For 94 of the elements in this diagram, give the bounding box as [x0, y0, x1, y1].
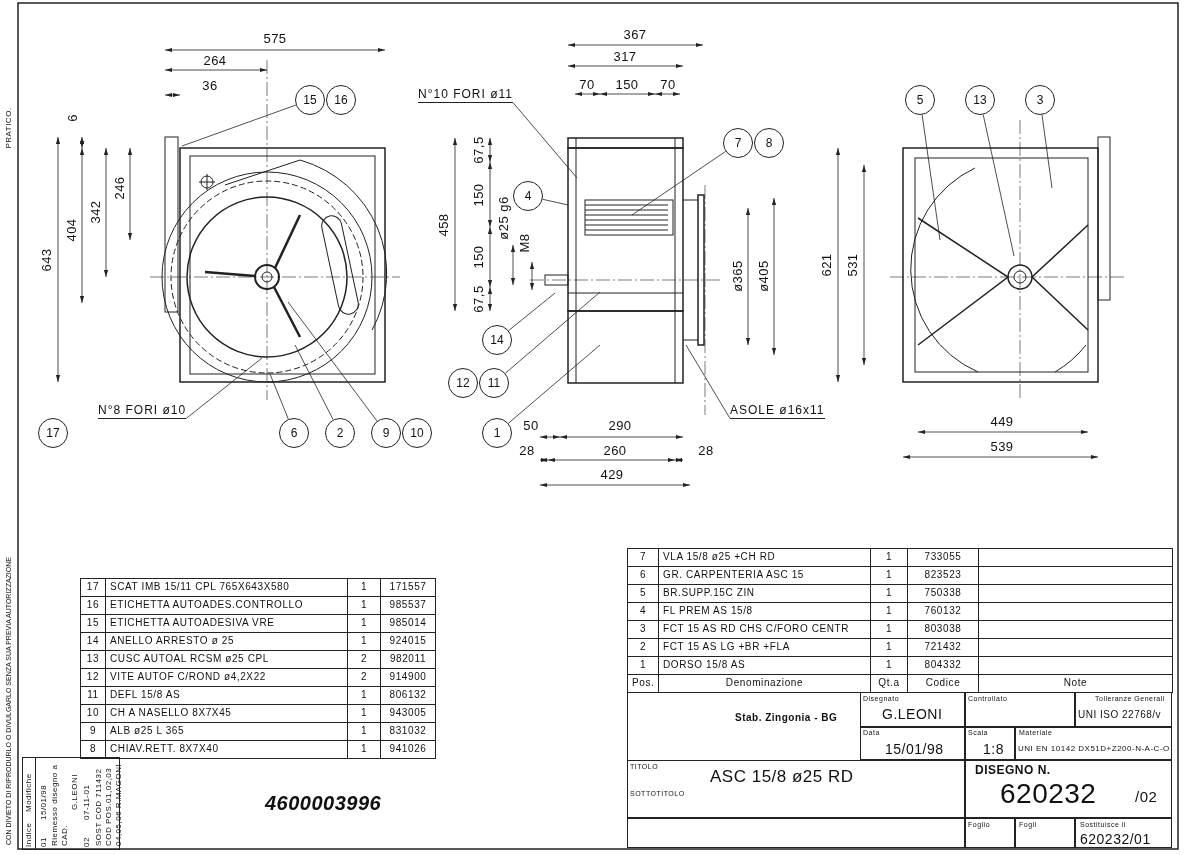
drawing-title: ASC 15/8 ø25 RD: [710, 768, 854, 785]
dimension-label: 150: [615, 77, 639, 91]
leader-line: [185, 357, 263, 419]
dimension-label: 36: [202, 78, 218, 92]
dimension-label: 67,5: [471, 285, 485, 313]
hole-note: N°8 FORI ø10: [98, 404, 187, 419]
revision-author: G.LEONI: [70, 773, 80, 810]
revision-index: 02: [82, 836, 92, 847]
dimension-label: 150: [471, 183, 485, 207]
dimension-label: 404: [64, 218, 78, 242]
dimension-label: 70: [660, 77, 676, 91]
dimension-label: ø405: [756, 260, 770, 292]
revision-suffix: /02: [1135, 789, 1158, 804]
leader-line: [512, 102, 578, 179]
leader-line: [508, 344, 601, 424]
revision-header: Modifiche: [24, 772, 34, 812]
dimension-label: 621: [819, 253, 833, 277]
dimension-label: 458: [436, 213, 450, 237]
table-cell: 171557: [380, 578, 436, 597]
field-value: 620232/01: [1080, 832, 1151, 846]
leader-line: [921, 114, 941, 241]
dimension-label: ø25 g6: [496, 196, 510, 240]
callout-number: 2: [325, 418, 355, 448]
callout-number: 4: [513, 181, 543, 211]
dimension-label: 290: [608, 418, 632, 432]
field-value: 1:8: [983, 742, 1004, 756]
revision-date: 15/01/98: [39, 783, 49, 820]
callout-number: 16: [326, 85, 356, 115]
dimension-label: 531: [845, 253, 859, 277]
field-value: UNI ISO 22768/v: [1078, 710, 1162, 720]
dimension-label: 367: [623, 27, 647, 41]
margin-note: PRATICO.: [5, 107, 13, 149]
leader-line: [1041, 114, 1053, 189]
field-caption: DISEGNO N.: [975, 764, 1051, 776]
callout-number: 17: [38, 418, 68, 448]
callout-number: 10: [402, 418, 432, 448]
callout-number: 11: [479, 368, 509, 398]
field-value: G.LEONI: [882, 707, 943, 721]
leader-line: [982, 114, 1015, 257]
dimension-label: 449: [990, 414, 1014, 428]
callout-number: 14: [482, 325, 512, 355]
leader-line: [269, 373, 289, 420]
leader-line: [287, 301, 378, 422]
plant-location: Stab. Zingonia - BG: [735, 713, 838, 723]
article-number: 4600003996: [265, 793, 382, 813]
callout-number: 12: [448, 368, 478, 398]
callout-number: 7: [723, 128, 753, 158]
table-cell: 17: [80, 578, 106, 597]
dimension-label: 246: [112, 176, 126, 200]
hole-note: ASOLE ø16x11: [730, 404, 825, 419]
dimension-label: 28: [519, 443, 535, 457]
dimension-label: M8: [517, 233, 531, 253]
table-cell: 8: [80, 740, 106, 759]
drawing-number: 620232: [1000, 780, 1097, 808]
callout-number: 13: [965, 85, 995, 115]
leader-line: [505, 291, 601, 374]
revision-index: 01: [39, 836, 49, 847]
dimension-label: ø365: [730, 260, 744, 292]
leader-line: [294, 344, 334, 421]
field-value: 15/01/98: [885, 742, 944, 756]
dimension-label: 150: [471, 245, 485, 269]
dimension-label: 28: [698, 443, 714, 457]
table-cell: 941026: [380, 740, 436, 759]
leader-line: [181, 104, 297, 147]
revision-date: 07-11-01: [82, 783, 92, 820]
dimension-label: 575: [263, 31, 287, 45]
leader-line: [508, 292, 556, 331]
hole-note: N°10 FORI ø11: [418, 88, 513, 103]
revision-header: Indice: [24, 821, 34, 847]
callout-number: 6: [279, 418, 309, 448]
dimension-label: 429: [600, 467, 624, 481]
dimension-label: 50: [523, 418, 539, 432]
revision-note: Riemesso disegno a CAD.: [50, 763, 70, 846]
callout-number: 5: [905, 85, 935, 115]
dimension-label: 70: [579, 77, 595, 91]
dimension-label: 342: [88, 200, 102, 224]
callout-number: 9: [371, 418, 401, 448]
dimension-label: 67,5: [471, 136, 485, 164]
dimension-label: 260: [603, 443, 627, 457]
table-cell: 7: [627, 548, 659, 567]
callout-number: 8: [754, 128, 784, 158]
callout-number: 3: [1025, 85, 1055, 115]
leader-line: [542, 198, 569, 206]
field-value: UNI EN 10142 DX51D+Z200-N-A-C-O: [1018, 745, 1170, 753]
leader-line: [685, 344, 731, 419]
revision-note: SOST COD 711432 COD POS.01,02,03 04,05,06 R.MAGONI: [94, 762, 124, 846]
dimension-label: 539: [990, 439, 1014, 453]
callout-number: 15: [295, 85, 325, 115]
leader-line: [631, 151, 726, 216]
dimension-label: 317: [613, 49, 637, 63]
dimension-label: 643: [39, 248, 53, 272]
dimension-label: 264: [203, 53, 227, 67]
dimension-label: 6: [65, 114, 79, 122]
callout-number: 1: [482, 418, 512, 448]
